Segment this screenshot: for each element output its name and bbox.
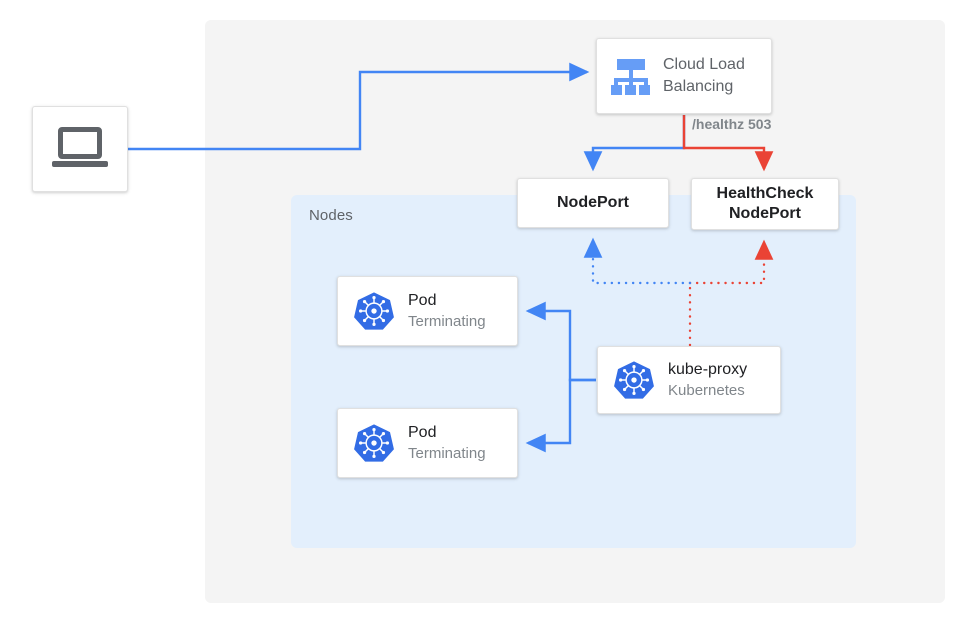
healthcheck-nodeport-label-line1: HealthCheck xyxy=(716,185,814,202)
cloud-load-balancing-label-line1: Cloud Load xyxy=(663,56,745,74)
kube-proxy-title: kube-proxy xyxy=(668,360,748,378)
healthcheck-nodeport-card[interactable]: HealthCheck NodePort xyxy=(691,178,839,230)
pod-card-2[interactable]: Pod Terminating xyxy=(337,408,518,478)
nodeport-card[interactable]: NodePort xyxy=(517,178,669,228)
cloud-load-balancing-label-line2: Balancing xyxy=(663,78,734,95)
healthz-edge-label: /healthz 503 xyxy=(692,116,772,132)
pod-title: Pod xyxy=(408,291,437,309)
client-laptop-card[interactable] xyxy=(32,106,128,192)
pod-status: Terminating xyxy=(408,312,486,330)
nodeport-label: NodePort xyxy=(557,194,629,211)
cloud-load-balancing-card[interactable]: Cloud Load Balancing xyxy=(596,38,772,114)
pod-title: Pod xyxy=(408,423,437,441)
kube-proxy-card[interactable]: kube-proxy Kubernetes xyxy=(597,346,781,414)
pod-status: Terminating xyxy=(408,444,486,462)
pod-card-1[interactable]: Pod Terminating xyxy=(337,276,518,346)
laptop-icon xyxy=(52,127,108,171)
healthcheck-nodeport-label-line2: NodePort xyxy=(728,205,801,222)
kubernetes-icon xyxy=(354,292,394,330)
kube-proxy-subtitle: Kubernetes xyxy=(668,381,745,399)
nodes-panel-label: Nodes xyxy=(309,207,353,224)
cloud-load-balancing-icon xyxy=(611,57,651,95)
kubernetes-icon xyxy=(614,361,654,399)
kubernetes-icon xyxy=(354,424,394,462)
